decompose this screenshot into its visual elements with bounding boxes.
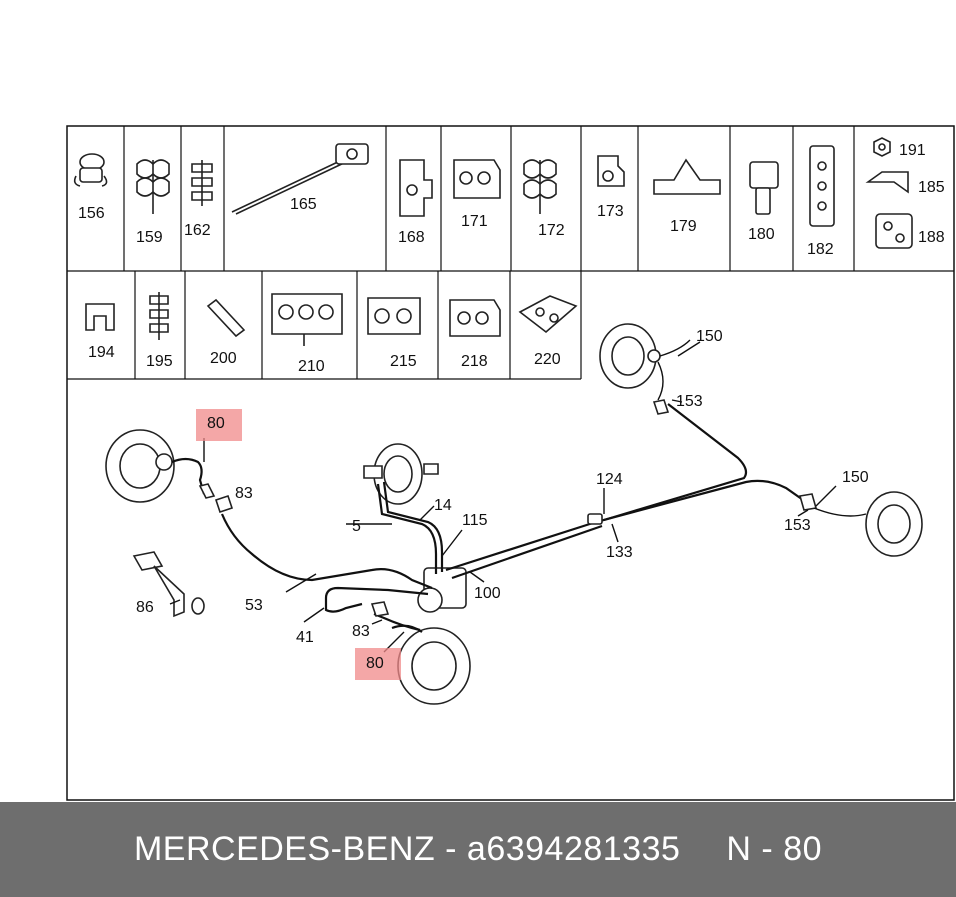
label-220: 220: [534, 351, 561, 368]
part-162-icon: [191, 160, 213, 206]
label-179: 179: [670, 218, 697, 235]
callout-153-right: 153: [784, 517, 811, 534]
label-194: 194: [88, 344, 115, 361]
part-165-icon: [231, 143, 369, 215]
label-191: 191: [899, 142, 926, 159]
label-162: 162: [184, 222, 211, 239]
brake-disc-rear-right: [865, 491, 923, 557]
part-173-icon: [597, 155, 625, 187]
part-191-icon: [873, 137, 891, 157]
brake-disc-front-left: [105, 429, 175, 503]
footer-brand: MERCEDES-BENZ: [133, 830, 436, 868]
label-185: 185: [918, 179, 945, 196]
label-218: 218: [461, 353, 488, 370]
callout-124: 124: [596, 471, 623, 488]
callout-53: 53: [245, 597, 263, 614]
callout-86: 86: [136, 599, 154, 616]
label-180: 180: [748, 226, 775, 243]
highlight-80-top: [196, 409, 242, 441]
label-156: 156: [78, 205, 105, 222]
part-195-icon: [149, 292, 169, 340]
callout-80-bottom: 80: [366, 655, 384, 672]
part-168-icon: [399, 159, 433, 217]
callout-5: 5: [352, 518, 361, 535]
part-218-icon: [449, 299, 501, 337]
callout-14: 14: [434, 497, 452, 514]
footer-ref: N - 80: [726, 830, 823, 868]
callout-83-bottom: 83: [352, 623, 370, 640]
part-185-icon: [865, 171, 909, 194]
highlight-80-bottom: [355, 648, 401, 680]
parts-diagram: 156 159 162 165 168 171 172 173 179 180 …: [66, 125, 955, 801]
part-210-icon: [271, 293, 343, 346]
part-159-icon: [136, 159, 170, 214]
part-200-icon: [206, 298, 246, 338]
part-180-icon: [749, 161, 779, 215]
callout-80-top: 80: [207, 415, 225, 432]
part-156-icon: [73, 153, 108, 187]
bracket-86: [132, 551, 205, 618]
brake-disc-front-right: [397, 627, 471, 705]
callout-100: 100: [474, 585, 501, 602]
callout-150-right: 150: [842, 469, 869, 486]
label-168: 168: [398, 229, 425, 246]
label-173: 173: [597, 203, 624, 220]
part-171-icon: [453, 159, 501, 199]
label-172: 172: [538, 222, 565, 239]
label-165: 165: [290, 196, 317, 213]
brake-disc-rear-left: [599, 323, 661, 389]
footer-separator: -: [445, 830, 457, 868]
part-182-icon: [809, 145, 835, 227]
brake-booster: [363, 443, 439, 505]
part-220-icon: [518, 295, 578, 334]
part-194-icon: [85, 303, 115, 331]
label-159: 159: [136, 229, 163, 246]
callout-153-top: 153: [676, 393, 703, 410]
label-182: 182: [807, 241, 834, 258]
part-188-icon: [875, 213, 913, 249]
callout-115: 115: [462, 512, 488, 529]
callout-83-top: 83: [235, 485, 253, 502]
callout-150-top: 150: [696, 328, 723, 345]
callout-41: 41: [296, 629, 314, 646]
callout-133: 133: [606, 544, 633, 561]
label-171: 171: [461, 213, 488, 230]
part-172-icon: [523, 159, 557, 214]
part-215-icon: [367, 297, 421, 335]
label-210: 210: [298, 358, 325, 375]
label-200: 200: [210, 350, 237, 367]
label-195: 195: [146, 353, 173, 370]
footer-bar: MERCEDES-BENZ - a6394281335 N - 80: [0, 802, 956, 897]
part-179-icon: [653, 158, 721, 195]
footer-part-number: a6394281335: [466, 830, 681, 868]
label-215: 215: [390, 353, 417, 370]
label-188: 188: [918, 229, 945, 246]
